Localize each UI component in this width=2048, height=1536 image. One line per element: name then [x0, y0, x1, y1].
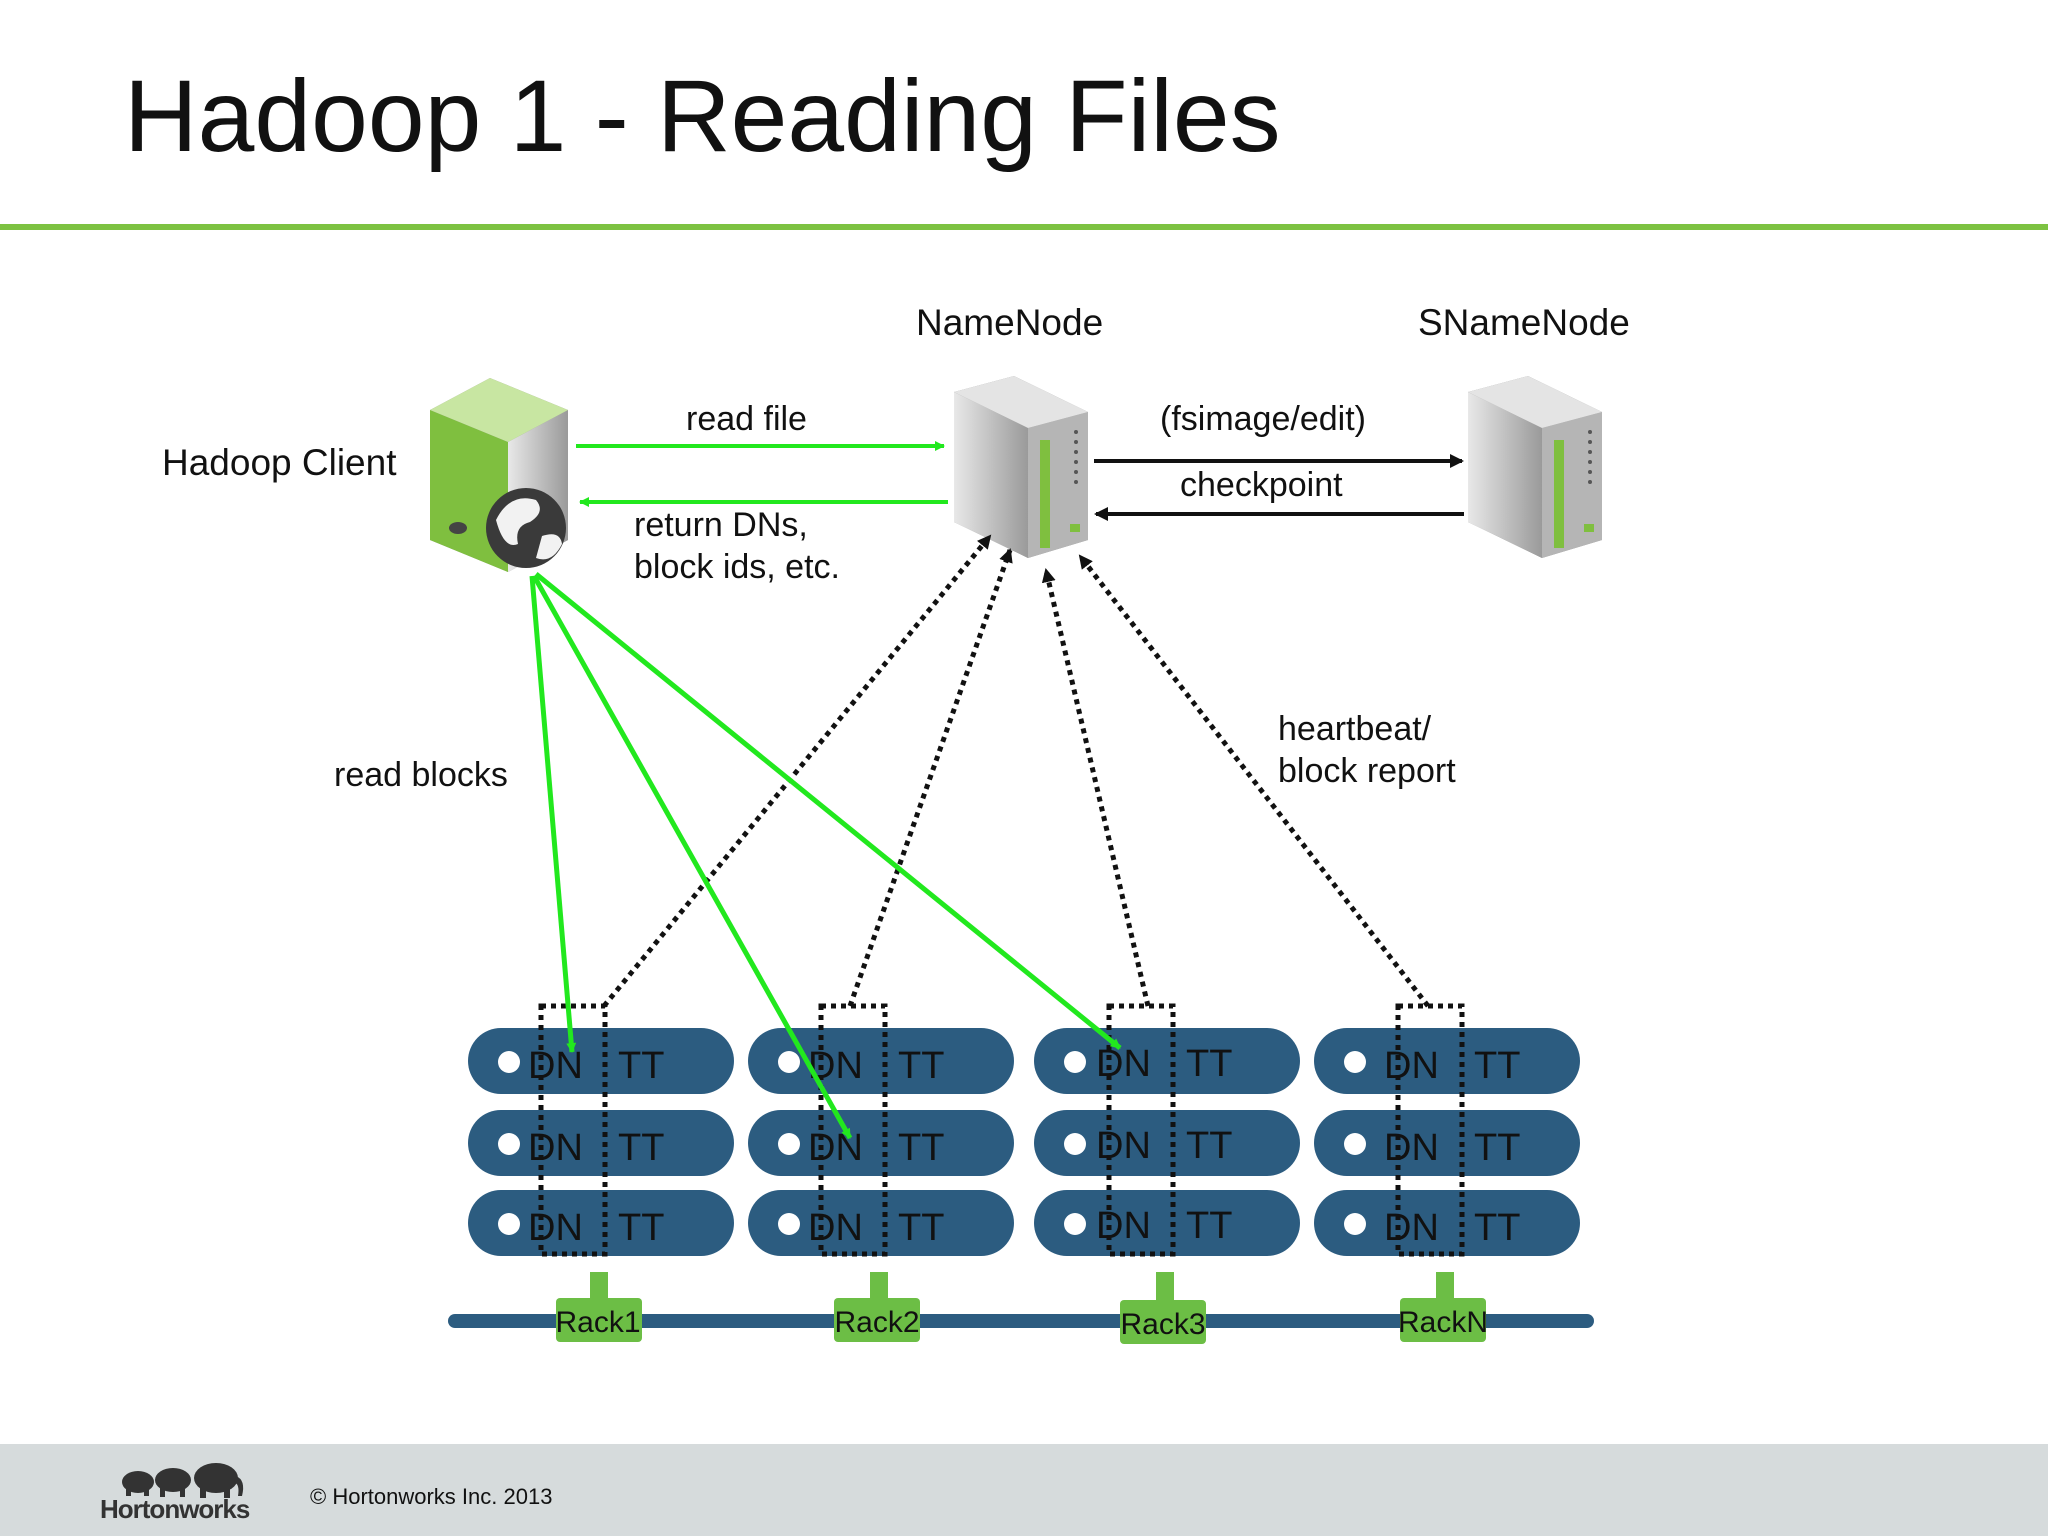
tasktracker-label: TT [1474, 1127, 1520, 1169]
client-server-icon [430, 378, 568, 572]
footer-copyright: © Hortonworks Inc. 2013 [310, 1484, 553, 1509]
heartbeat-arrow-rack2 [847, 548, 1013, 1007]
tasktracker-label: TT [1474, 1207, 1520, 1249]
rack-node-row: DN TT [1034, 1190, 1300, 1256]
hadoop-diagram: Rack1 DN TT DN TT DN TT Rack2 DN TT [430, 376, 1602, 1344]
hadoop-client-label: Hadoop Client [162, 442, 397, 483]
tasktracker-label: TT [618, 1045, 664, 1087]
heartbeat-arrow-rack1 [602, 534, 992, 1008]
snamenode-label: SNameNode [1418, 302, 1630, 343]
rack-3: Rack3 DN TT DN TT DN TT [1034, 1003, 1300, 1344]
rack-label: Rack1 [555, 1306, 640, 1339]
tasktracker-label: TT [1186, 1043, 1232, 1085]
datanode-label: DN [528, 1045, 583, 1087]
rack-node-row: DN TT [1314, 1110, 1580, 1176]
tasktracker-label: TT [898, 1045, 944, 1087]
read-blocks-label: read blocks [334, 756, 508, 794]
rack-label: RackN [1398, 1306, 1488, 1339]
rack-node-row: DN TT [748, 1110, 1014, 1176]
fsimage-label: (fsimage/edit) [1160, 400, 1366, 438]
footer-brand: Hortonworks [100, 1494, 250, 1524]
datanode-label: DN [528, 1127, 583, 1169]
rack-node-row: DN TT [748, 1190, 1014, 1256]
rack-bus [448, 1314, 1594, 1328]
datanode-label: DN [1384, 1045, 1439, 1087]
datanode-label: DN [1384, 1127, 1439, 1169]
heartbeat-label-line1: heartbeat/ [1278, 710, 1432, 748]
return-dns-label-line2: block ids, etc. [634, 548, 840, 586]
tasktracker-label: TT [1474, 1045, 1520, 1087]
datanode-dotted-box [1395, 1003, 1465, 1257]
rack-label: Rack3 [1120, 1308, 1205, 1341]
rack-2: Rack2 DN TT DN TT DN TT [748, 1003, 1014, 1342]
datanode-dotted-box [818, 1003, 888, 1257]
datanode-label: DN [1096, 1125, 1151, 1167]
datanode-label: DN [1384, 1207, 1439, 1249]
rack-node-row: DN TT [1034, 1110, 1300, 1176]
rack-node-row: DN TT [1314, 1028, 1580, 1094]
read-blocks-arrow-rack3 [534, 572, 1122, 1050]
datanode-dotted-box [538, 1003, 608, 1257]
heartbeat-arrow-rackn [1078, 554, 1430, 1008]
hortonworks-elephant-logo-icon [122, 1463, 244, 1498]
tasktracker-label: TT [618, 1127, 664, 1169]
heartbeat-label-line2: block report [1278, 752, 1456, 790]
tasktracker-label: TT [618, 1207, 664, 1249]
rack-node-row: DN TT [1314, 1190, 1580, 1256]
slide-footer: Hortonworks © Hortonworks Inc. 2013 [0, 1444, 2048, 1536]
read-blocks-arrow-rack1 [529, 575, 577, 1053]
tasktracker-label: TT [898, 1207, 944, 1249]
rack-label: Rack2 [834, 1306, 919, 1339]
rack-n: RackN DN TT DN TT DN TT [1314, 1003, 1580, 1342]
page-title: Hadoop 1 - Reading Files [124, 59, 1281, 173]
tasktracker-label: TT [1186, 1205, 1232, 1247]
datanode-label: DN [808, 1207, 863, 1249]
tasktracker-label: TT [1186, 1125, 1232, 1167]
datanode-label: DN [528, 1207, 583, 1249]
rack-node-row: DN TT [468, 1190, 734, 1256]
namenode-server-icon [954, 376, 1088, 558]
read-blocks-arrow-rack2 [531, 574, 853, 1140]
datanode-label: DN [1096, 1205, 1151, 1247]
tasktracker-label: TT [898, 1127, 944, 1169]
rack-1: Rack1 DN TT DN TT DN TT [468, 1003, 734, 1342]
datanode-dotted-box [1106, 1003, 1176, 1257]
rack-node-row: DN TT [468, 1110, 734, 1176]
read-file-label: read file [686, 400, 807, 438]
rack-node-row: DN TT [1034, 1028, 1300, 1094]
namenode-label: NameNode [916, 302, 1104, 343]
heartbeat-arrow-rack3 [1041, 568, 1151, 1007]
rack-node-row: DN TT [748, 1028, 1014, 1094]
rack-node-row: DN TT [468, 1028, 734, 1094]
return-dns-label-line1: return DNs, [634, 506, 808, 544]
datanode-label: DN [808, 1127, 863, 1169]
datanode-label: DN [1096, 1043, 1151, 1085]
snamenode-server-icon [1468, 376, 1602, 558]
title-divider [0, 224, 2048, 230]
checkpoint-label: checkpoint [1180, 466, 1343, 504]
